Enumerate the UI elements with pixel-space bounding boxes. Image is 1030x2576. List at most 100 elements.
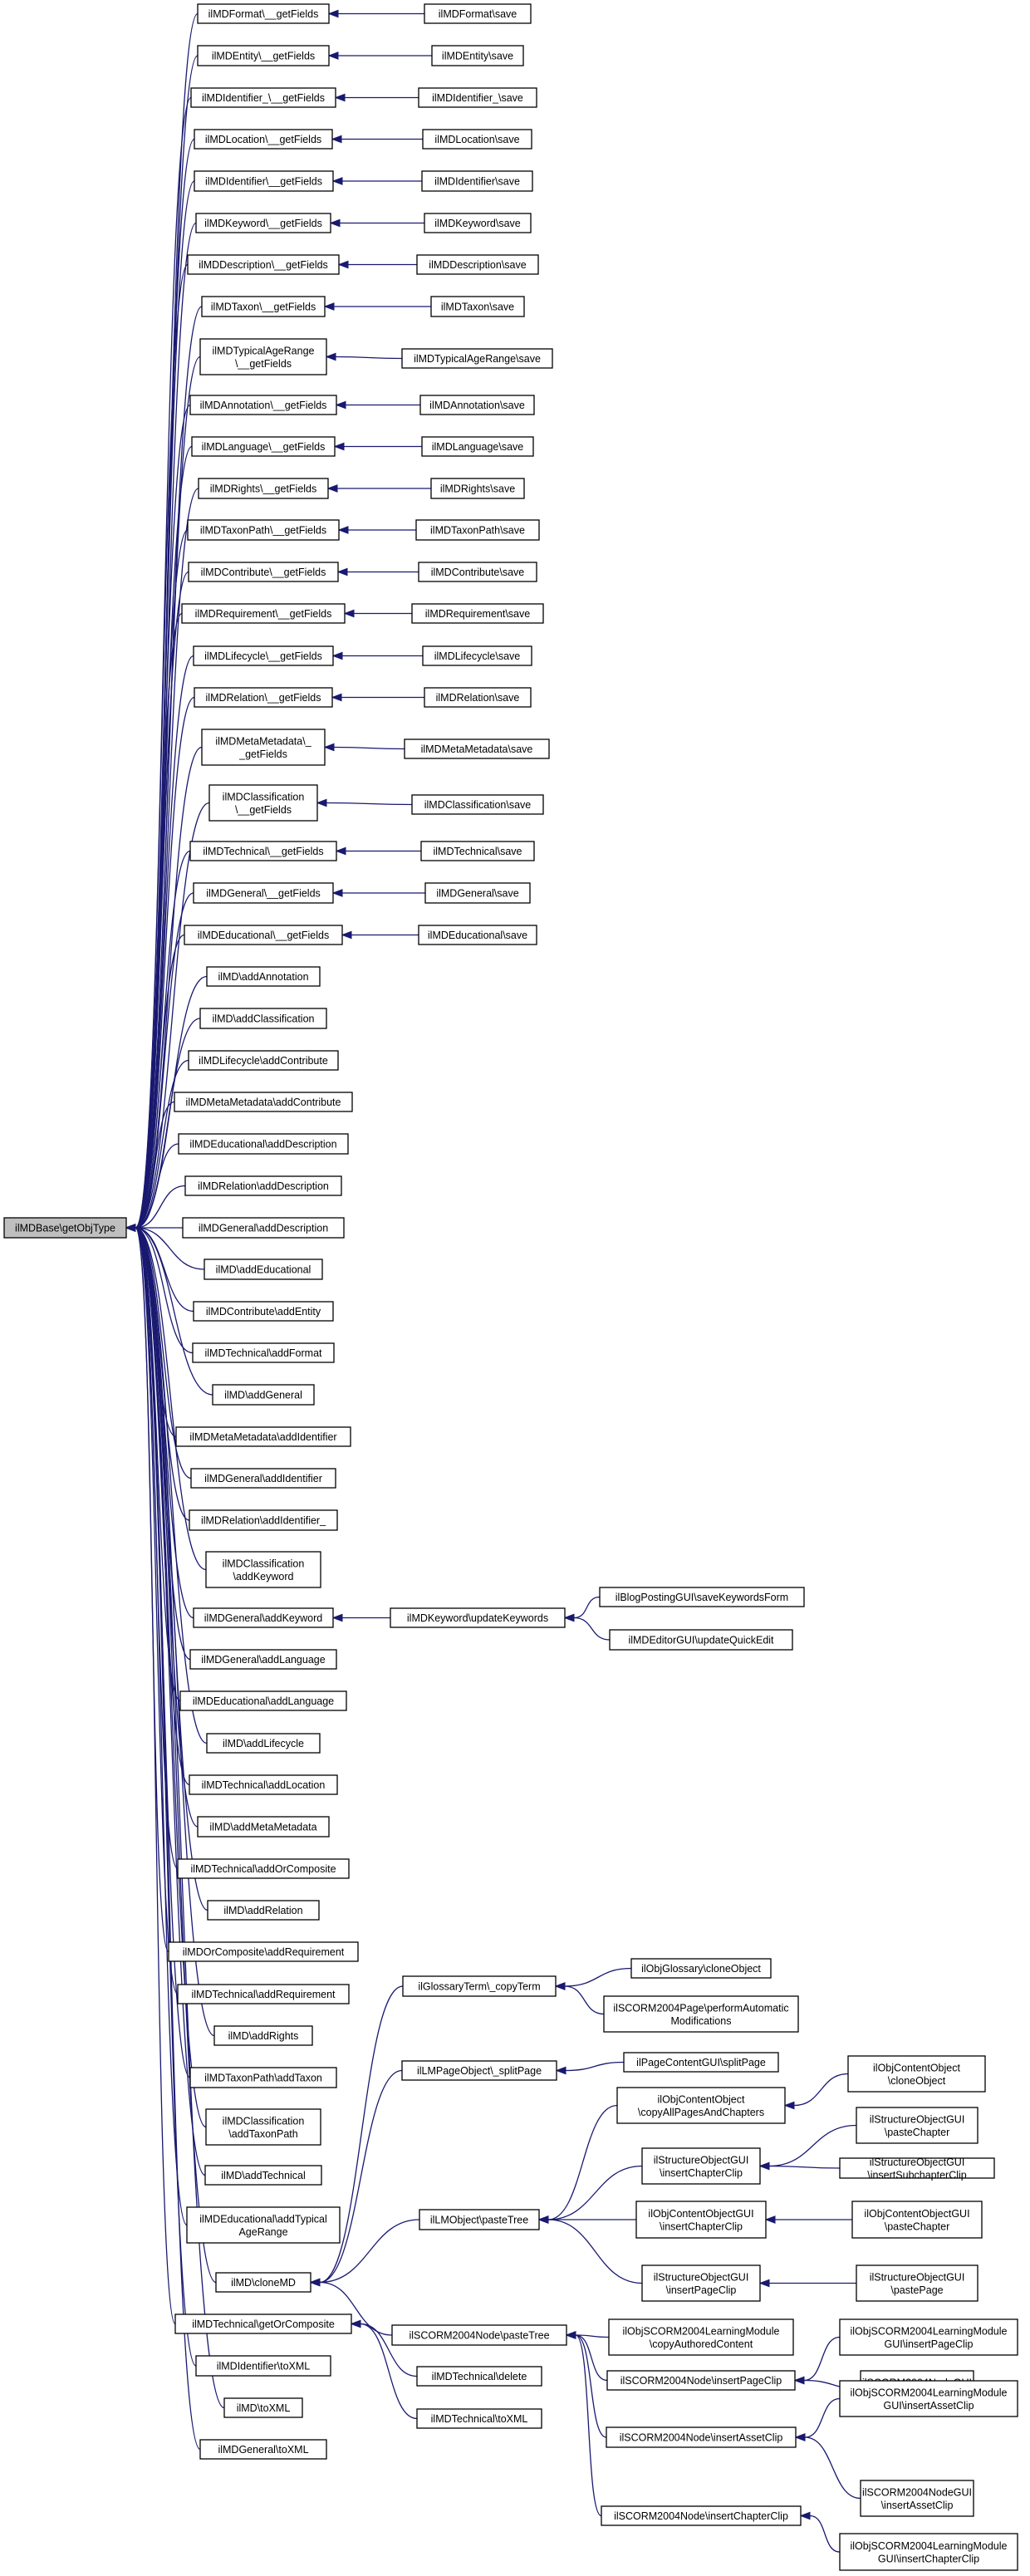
- node-sog-ipc[interactable]: ilStructureObjectGUI\insertPageClip: [641, 2264, 761, 2302]
- node-tech-sv[interactable]: ilMDTechnical\save: [420, 841, 535, 861]
- node-md-addcls[interactable]: ilMD\addClassification: [199, 1008, 327, 1029]
- node-idu-gf[interactable]: ilMDIdentifier_\__getFields: [190, 87, 336, 108]
- node-blog-save[interactable]: ilBlogPostingGUI\saveKeywordsForm: [599, 1587, 805, 1607]
- node-tech-addorc[interactable]: ilMDTechnical\addOrComposite: [177, 1858, 350, 1879]
- node-md-addrig[interactable]: ilMD\addRights: [213, 2025, 313, 2046]
- node-md-addgen[interactable]: ilMD\addGeneral: [212, 1384, 315, 1406]
- node-tax-gf[interactable]: ilMDTaxon\__getFields: [201, 296, 326, 317]
- node-tp-addtax[interactable]: ilMDTaxonPath\addTaxon: [189, 2067, 337, 2088]
- node-cls-addtp[interactable]: ilMDClassification\addTaxonPath: [205, 2108, 321, 2146]
- node-ocog-pc[interactable]: ilObjContentObjectGUI\pasteChapter: [851, 2201, 983, 2239]
- node-tech-addloc[interactable]: ilMDTechnical\addLocation: [189, 1774, 338, 1795]
- node-md-addrel[interactable]: ilMD\addRelation: [207, 1900, 320, 1921]
- node-md-toxml[interactable]: ilMD\toXML: [223, 2397, 303, 2418]
- node-gen-adddesc[interactable]: ilMDGeneral\addDescription: [182, 1217, 345, 1239]
- node-s4n-iac[interactable]: ilSCORM2004Node\insertAssetClip: [606, 2426, 797, 2448]
- node-mm-sv[interactable]: ilMDMetaMetadata\save: [404, 738, 550, 759]
- node-lc-sv[interactable]: ilMDLifecycle\save: [422, 645, 532, 666]
- node-req-gf[interactable]: ilMDRequirement\__getFields: [181, 603, 346, 624]
- node-lmo-paste[interactable]: ilLMObject\pasteTree: [419, 2209, 540, 2230]
- node-tax-sv[interactable]: ilMDTaxon\save: [430, 296, 525, 317]
- node-rel-addidu[interactable]: ilMDRelation\addIdentifier_: [189, 1509, 338, 1531]
- node-gen-toxml[interactable]: ilMDGeneral\toXML: [199, 2439, 327, 2460]
- node-mm-gf[interactable]: ilMDMetaMetadata\__getFields: [201, 729, 326, 766]
- node-s4n-paste[interactable]: ilSCORM2004Node\pasteTree: [391, 2324, 567, 2346]
- node-rig-sv[interactable]: ilMDRights\save: [430, 478, 525, 499]
- node-tech-addfmt[interactable]: ilMDTechnical\addFormat: [192, 1342, 335, 1363]
- node-con-gf[interactable]: ilMDContribute\__getFields: [188, 562, 339, 582]
- node-mm-addcon[interactable]: ilMDMetaMetadata\addContribute: [174, 1092, 353, 1112]
- node-tech-gf[interactable]: ilMDTechnical\__getFields: [189, 841, 337, 861]
- node-edu-gf[interactable]: ilMDEducational\__getFields: [184, 925, 343, 945]
- node-loc-sv[interactable]: ilMDLocation\save: [422, 129, 532, 150]
- node-desc-gf[interactable]: ilMDDescription\__getFields: [187, 254, 340, 275]
- node-gen-addkw[interactable]: ilMDGeneral\addKeyword: [193, 1607, 334, 1628]
- node-md-addlc[interactable]: ilMD\addLifecycle: [206, 1733, 321, 1754]
- node-md-addmm[interactable]: ilMD\addMetaMetadata: [197, 1816, 330, 1838]
- node-md-clone[interactable]: ilMD\cloneMD: [215, 2272, 311, 2293]
- node-lang-sv[interactable]: ilMDLanguage\save: [421, 436, 534, 457]
- node-sog-pc[interactable]: ilStructureObjectGUI\pasteChapter: [856, 2107, 978, 2144]
- node-kw-upd[interactable]: ilMDKeyword\updateKeywords: [390, 1607, 566, 1628]
- node-sog-icc1[interactable]: ilStructureObjectGUI\insertChapterClip: [641, 2147, 761, 2185]
- node-loc-gf[interactable]: ilMDLocation\__getFields: [194, 129, 333, 150]
- node-tech-addreq[interactable]: ilMDTechnical\addRequirement: [177, 1984, 350, 2004]
- node-req-sv[interactable]: ilMDRequirement\save: [411, 603, 544, 624]
- node-sog-pp[interactable]: ilStructureObjectGUI\pastePage: [856, 2264, 978, 2302]
- node-oslmg-icc[interactable]: ilObjSCORM2004LearningModuleGUI\insertCh…: [839, 2533, 1018, 2571]
- node-mm-addidf[interactable]: ilMDMetaMetadata\addIdentifier: [175, 1426, 351, 1447]
- node-cls-sv[interactable]: ilMDClassification\save: [411, 794, 544, 815]
- node-s4ng-iac[interactable]: ilSCORM2004NodeGUI\insertAssetClip: [860, 2480, 974, 2517]
- node-edu-adddesc[interactable]: ilMDEducational\addDescription: [178, 1133, 349, 1155]
- node-ent-sv[interactable]: ilMDEntity\save: [431, 45, 524, 66]
- node-md-addedu[interactable]: ilMD\addEducational: [204, 1259, 323, 1280]
- node-rel-gf[interactable]: ilMDRelation\__getFields: [194, 687, 333, 708]
- node-md-addtech[interactable]: ilMD\addTechnical: [204, 2165, 322, 2186]
- node-oco-clone[interactable]: ilObjContentObject\cloneObject: [847, 2055, 986, 2093]
- node-kw-sv[interactable]: ilMDKeyword\save: [424, 213, 532, 233]
- node-idu-sv[interactable]: ilMDIdentifier_\save: [418, 87, 537, 108]
- node-lc-addcon[interactable]: ilMDLifecycle\addContribute: [188, 1050, 339, 1071]
- node-tp-sv[interactable]: ilMDTaxonPath\save: [415, 519, 540, 541]
- node-lang-gf[interactable]: ilMDLanguage\__getFields: [191, 436, 336, 457]
- node-desc-sv[interactable]: ilMDDescription\save: [416, 254, 539, 275]
- node-gen-addlang[interactable]: ilMDGeneral\addLanguage: [189, 1649, 337, 1670]
- node-s4p-perf[interactable]: ilSCORM2004Page\performAutomaticModifica…: [603, 1995, 799, 2033]
- node-gen-addidf[interactable]: ilMDGeneral\addIdentifier: [190, 1468, 336, 1489]
- node-ent-gf[interactable]: ilMDEntity\__getFields: [197, 45, 330, 66]
- node-lc-gf[interactable]: ilMDLifecycle\__getFields: [193, 645, 334, 666]
- node-s4n-icc[interactable]: ilSCORM2004Node\insertChapterClip: [601, 2505, 802, 2526]
- node-gen-gf[interactable]: ilMDGeneral\__getFields: [193, 882, 334, 904]
- node-tech-del[interactable]: ilMDTechnical\delete: [416, 2366, 542, 2387]
- node-pcg-split[interactable]: ilPageContentGUI\splitPage: [623, 2052, 779, 2073]
- node-idf-toxml[interactable]: ilMDIdentifier\toXML: [195, 2355, 331, 2377]
- node-oslmg-ipc[interactable]: ilObjSCORM2004LearningModuleGUI\insertPa…: [839, 2318, 1018, 2356]
- node-fmt-gf[interactable]: ilMDFormat\__getFields: [197, 3, 330, 24]
- node-idf-sv[interactable]: ilMDIdentifier\save: [421, 170, 533, 192]
- node-oslm-copy[interactable]: ilObjSCORM2004LearningModule\copyAuthore…: [608, 2318, 794, 2356]
- node-kw-gf[interactable]: ilMDKeyword\__getFields: [195, 213, 331, 233]
- node-oslmg-iac[interactable]: ilObjSCORM2004LearningModuleGUI\insertAs…: [839, 2380, 1018, 2417]
- node-ocog-icc[interactable]: ilObjContentObjectGUI\insertChapterClip: [635, 2201, 767, 2239]
- node-edu-sv[interactable]: ilMDEducational\save: [418, 925, 537, 945]
- node-editor-upd[interactable]: ilMDEditorGUI\updateQuickEdit: [609, 1629, 793, 1651]
- node-rig-gf[interactable]: ilMDRights\__getFields: [198, 478, 329, 499]
- node-rel-adddesc[interactable]: ilMDRelation\addDescription: [184, 1175, 342, 1196]
- node-tar-gf[interactable]: ilMDTypicalAgeRange\__getFields: [199, 338, 327, 375]
- node-con-sv[interactable]: ilMDContribute\save: [418, 562, 537, 582]
- node-s4n-ipc[interactable]: ilSCORM2004Node\insertPageClip: [606, 2370, 796, 2391]
- node-cls-gf[interactable]: ilMDClassification\__getFields: [208, 784, 318, 822]
- node-ann-sv[interactable]: ilMDAnnotation\save: [419, 395, 535, 415]
- node-md-addann[interactable]: ilMD\addAnnotation: [206, 966, 321, 987]
- node-fmt-sv[interactable]: ilMDFormat\save: [424, 3, 532, 24]
- node-cls-addkw[interactable]: ilMDClassification\addKeyword: [205, 1551, 321, 1588]
- node-rel-sv[interactable]: ilMDRelation\save: [424, 687, 532, 708]
- node-tech-getorc[interactable]: ilMDTechnical\getOrComposite: [174, 2313, 352, 2334]
- node-lmpo-split[interactable]: ilLMPageObject\_splitPage: [401, 2060, 557, 2081]
- node-idf-gf[interactable]: ilMDIdentifier\__getFields: [194, 170, 334, 192]
- node-edu-addlang[interactable]: ilMDEducational\addLanguage: [179, 1690, 347, 1711]
- node-gen-sv[interactable]: ilMDGeneral\save: [424, 882, 531, 904]
- node-oco-copy[interactable]: ilObjContentObject\copyAllPagesAndChapte…: [616, 2087, 786, 2124]
- node-sog-isc[interactable]: ilStructureObjectGUI\insertSubchapterCli…: [839, 2156, 995, 2181]
